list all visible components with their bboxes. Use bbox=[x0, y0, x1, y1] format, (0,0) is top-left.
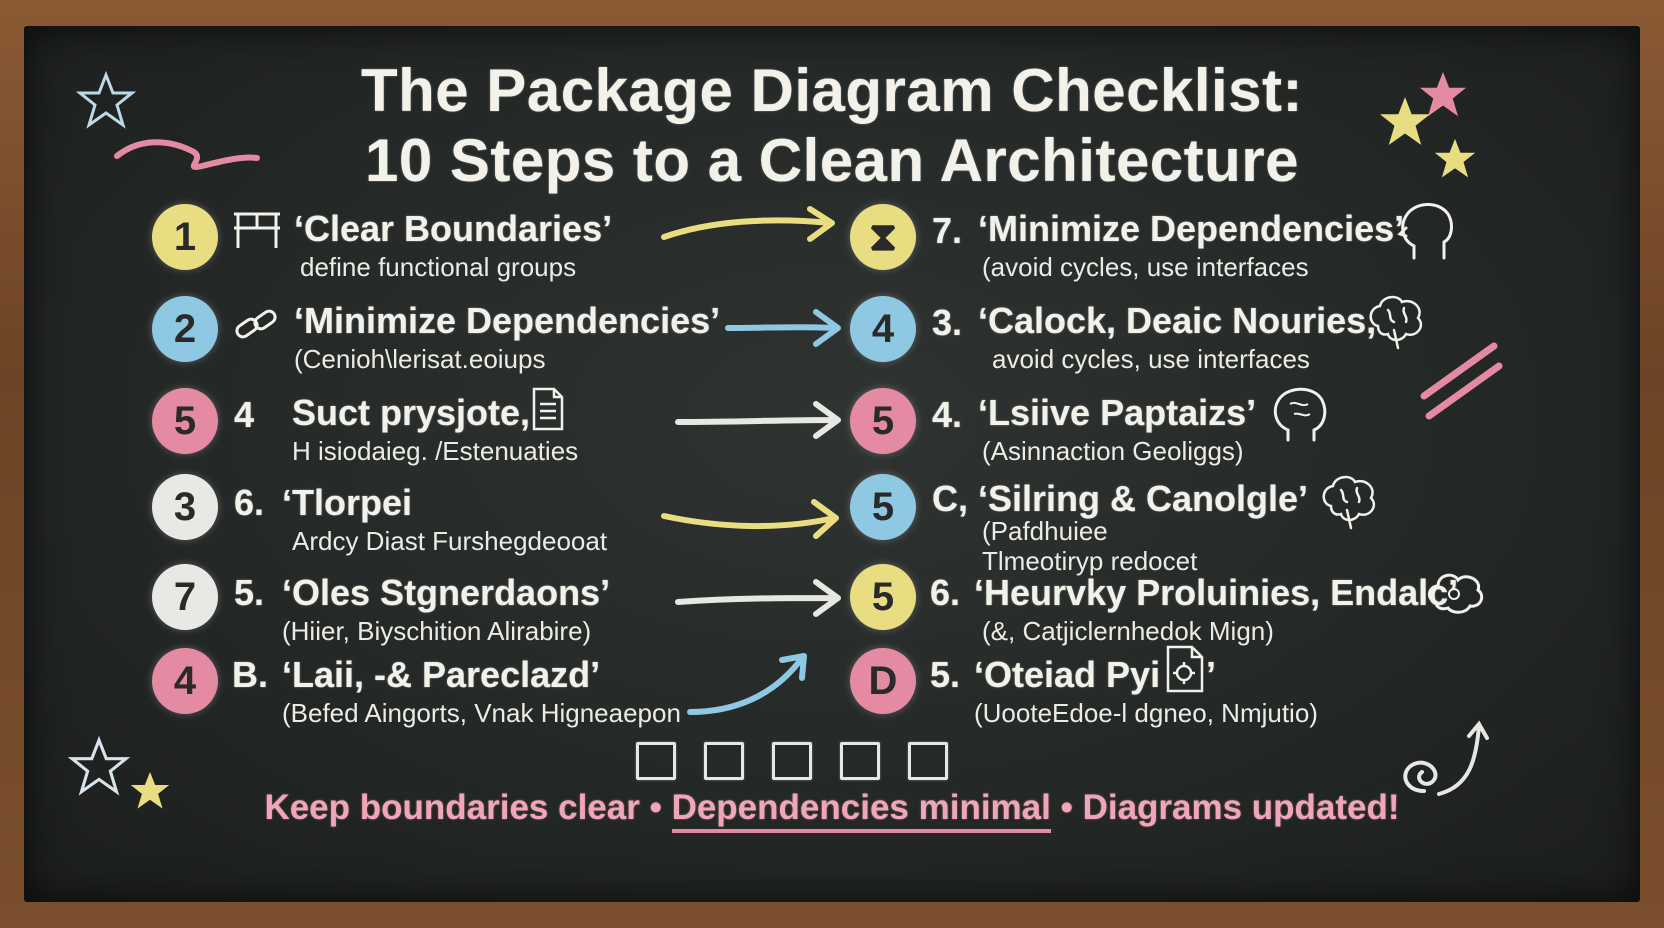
star-icon bbox=[68, 736, 130, 796]
checkbox[interactable] bbox=[840, 742, 880, 780]
step-description: avoid cycles, use interfaces bbox=[992, 344, 1310, 374]
step-heading: ‘Minimize Dependencies’ bbox=[978, 208, 1405, 249]
step-badge: 5 bbox=[850, 474, 916, 540]
step-heading: ‘Silring & Canolgle’ bbox=[978, 478, 1309, 519]
step-badge: 4 bbox=[850, 296, 916, 362]
checkbox[interactable] bbox=[908, 742, 948, 780]
step-heading: ‘Lsiive Paptaizs’ bbox=[978, 392, 1257, 433]
step-number: 5. bbox=[234, 572, 265, 613]
checkbox[interactable] bbox=[772, 742, 812, 780]
step-number: 6. bbox=[930, 572, 961, 613]
cloud-brain-icon bbox=[1428, 573, 1484, 614]
step-heading: ‘Heurvky Proluinies, Endalc’ bbox=[974, 572, 1459, 613]
swirl-arrow-icon bbox=[1403, 720, 1489, 796]
head-globe-icon bbox=[1273, 387, 1327, 442]
step-description: (Pafdhuiee bbox=[982, 516, 1108, 546]
chalkboard: The Package Diagram Checklist: 10 Steps … bbox=[24, 26, 1640, 902]
step-heading-end: ’ bbox=[1206, 654, 1217, 695]
star-icon bbox=[1379, 97, 1431, 145]
step-number: C, bbox=[932, 478, 968, 519]
arrow-icon bbox=[661, 206, 835, 242]
step-description: (avoid cycles, use interfaces bbox=[982, 252, 1309, 282]
step-number: 5. bbox=[930, 654, 961, 695]
brain-icon bbox=[1369, 295, 1423, 350]
step-description: (Asinnaction Geoliggs) bbox=[982, 436, 1244, 466]
step-heading: ‘Minimize Dependencies’ bbox=[294, 300, 721, 341]
step-badge: 5 bbox=[850, 388, 916, 454]
page-title: The Package Diagram Checklist: bbox=[360, 57, 1304, 124]
step-badge: ⧗ bbox=[850, 204, 916, 270]
step-heading: Suct prysjote, bbox=[292, 392, 531, 433]
step-heading: ‘Clear Boundaries’ bbox=[294, 208, 613, 249]
head-icon bbox=[1397, 203, 1453, 260]
star-icon bbox=[130, 771, 170, 809]
step-description: H isiodaieg. /Estenuaties bbox=[292, 436, 579, 466]
checkbox[interactable] bbox=[636, 742, 676, 780]
star-icon bbox=[1434, 138, 1476, 178]
step-description: Ardcy Diast Furshegdeooat bbox=[292, 526, 608, 556]
footer-separator: • bbox=[639, 788, 672, 827]
checkbox[interactable] bbox=[704, 742, 744, 780]
star-icon bbox=[76, 71, 136, 129]
step-number: 6. bbox=[234, 482, 265, 523]
step-badge: 5 bbox=[850, 564, 916, 630]
arrow-icon bbox=[675, 579, 841, 617]
footer-slogan: Keep boundaries clear • Dependencies min… bbox=[24, 788, 1640, 833]
footer-part-1: Keep boundaries clear bbox=[264, 788, 640, 827]
arrow-icon bbox=[687, 653, 807, 715]
step-badge: D bbox=[850, 648, 916, 714]
step-badge: 2 bbox=[152, 296, 218, 362]
arrow-icon bbox=[661, 499, 839, 539]
step-heading: ‘Oles Stgnerdaons’ bbox=[282, 572, 611, 613]
step-heading: ‘Oteiad Pyi bbox=[974, 654, 1161, 695]
step-badge: 5 bbox=[152, 388, 218, 454]
chain-link-icon bbox=[235, 309, 277, 339]
step-description-line2: Tlmeotiryp redocet bbox=[982, 546, 1198, 576]
step-badge: 1 bbox=[152, 204, 218, 270]
page-subtitle: 10 Steps to a Clean Architecture bbox=[364, 127, 1300, 194]
footer-separator: • bbox=[1050, 788, 1083, 827]
footer-part-2: Dependencies minimal bbox=[671, 788, 1051, 833]
star-icon bbox=[1419, 71, 1467, 117]
step-heading: ‘Tlorpei bbox=[282, 482, 413, 523]
step-number: B. bbox=[232, 654, 268, 695]
step-badge: 7 bbox=[152, 564, 218, 630]
arrow-icon bbox=[725, 309, 841, 347]
step-heading: ‘Laii, -& Pareclazd’ bbox=[282, 654, 601, 695]
scribble-icon bbox=[1420, 342, 1503, 420]
step-description: (UooteEdoe-l dgneo, Nmjutio) bbox=[974, 698, 1318, 728]
step-number: 4. bbox=[932, 394, 963, 435]
step-heading: ‘Calock, Deaic Nouries, bbox=[978, 300, 1377, 341]
step-description: (&, Catjiclernhedok Mign) bbox=[982, 616, 1274, 646]
step-description: define functional groups bbox=[300, 252, 577, 282]
brain-icon bbox=[1322, 475, 1376, 530]
step-badge: 3 bbox=[152, 474, 218, 540]
scribble-icon bbox=[114, 139, 260, 171]
step-description: (Cenioh\lerisat.eoiups bbox=[294, 344, 546, 374]
step-number: 3. bbox=[932, 302, 963, 343]
arrow-icon bbox=[675, 401, 841, 439]
footer-part-3: Diagrams updated! bbox=[1082, 788, 1400, 827]
step-description: (Befed Aingorts, Vnak Higneaepon bbox=[282, 698, 681, 728]
boundary-fence-icon bbox=[234, 212, 280, 248]
step-badge: 4 bbox=[152, 648, 218, 714]
step-number: 4 bbox=[234, 394, 255, 435]
step-description: (Hiier, Biyschition Alirabire) bbox=[282, 616, 592, 646]
document-icon bbox=[532, 387, 564, 431]
step-number: 7. bbox=[932, 210, 963, 251]
gear-document-icon bbox=[1166, 645, 1204, 693]
